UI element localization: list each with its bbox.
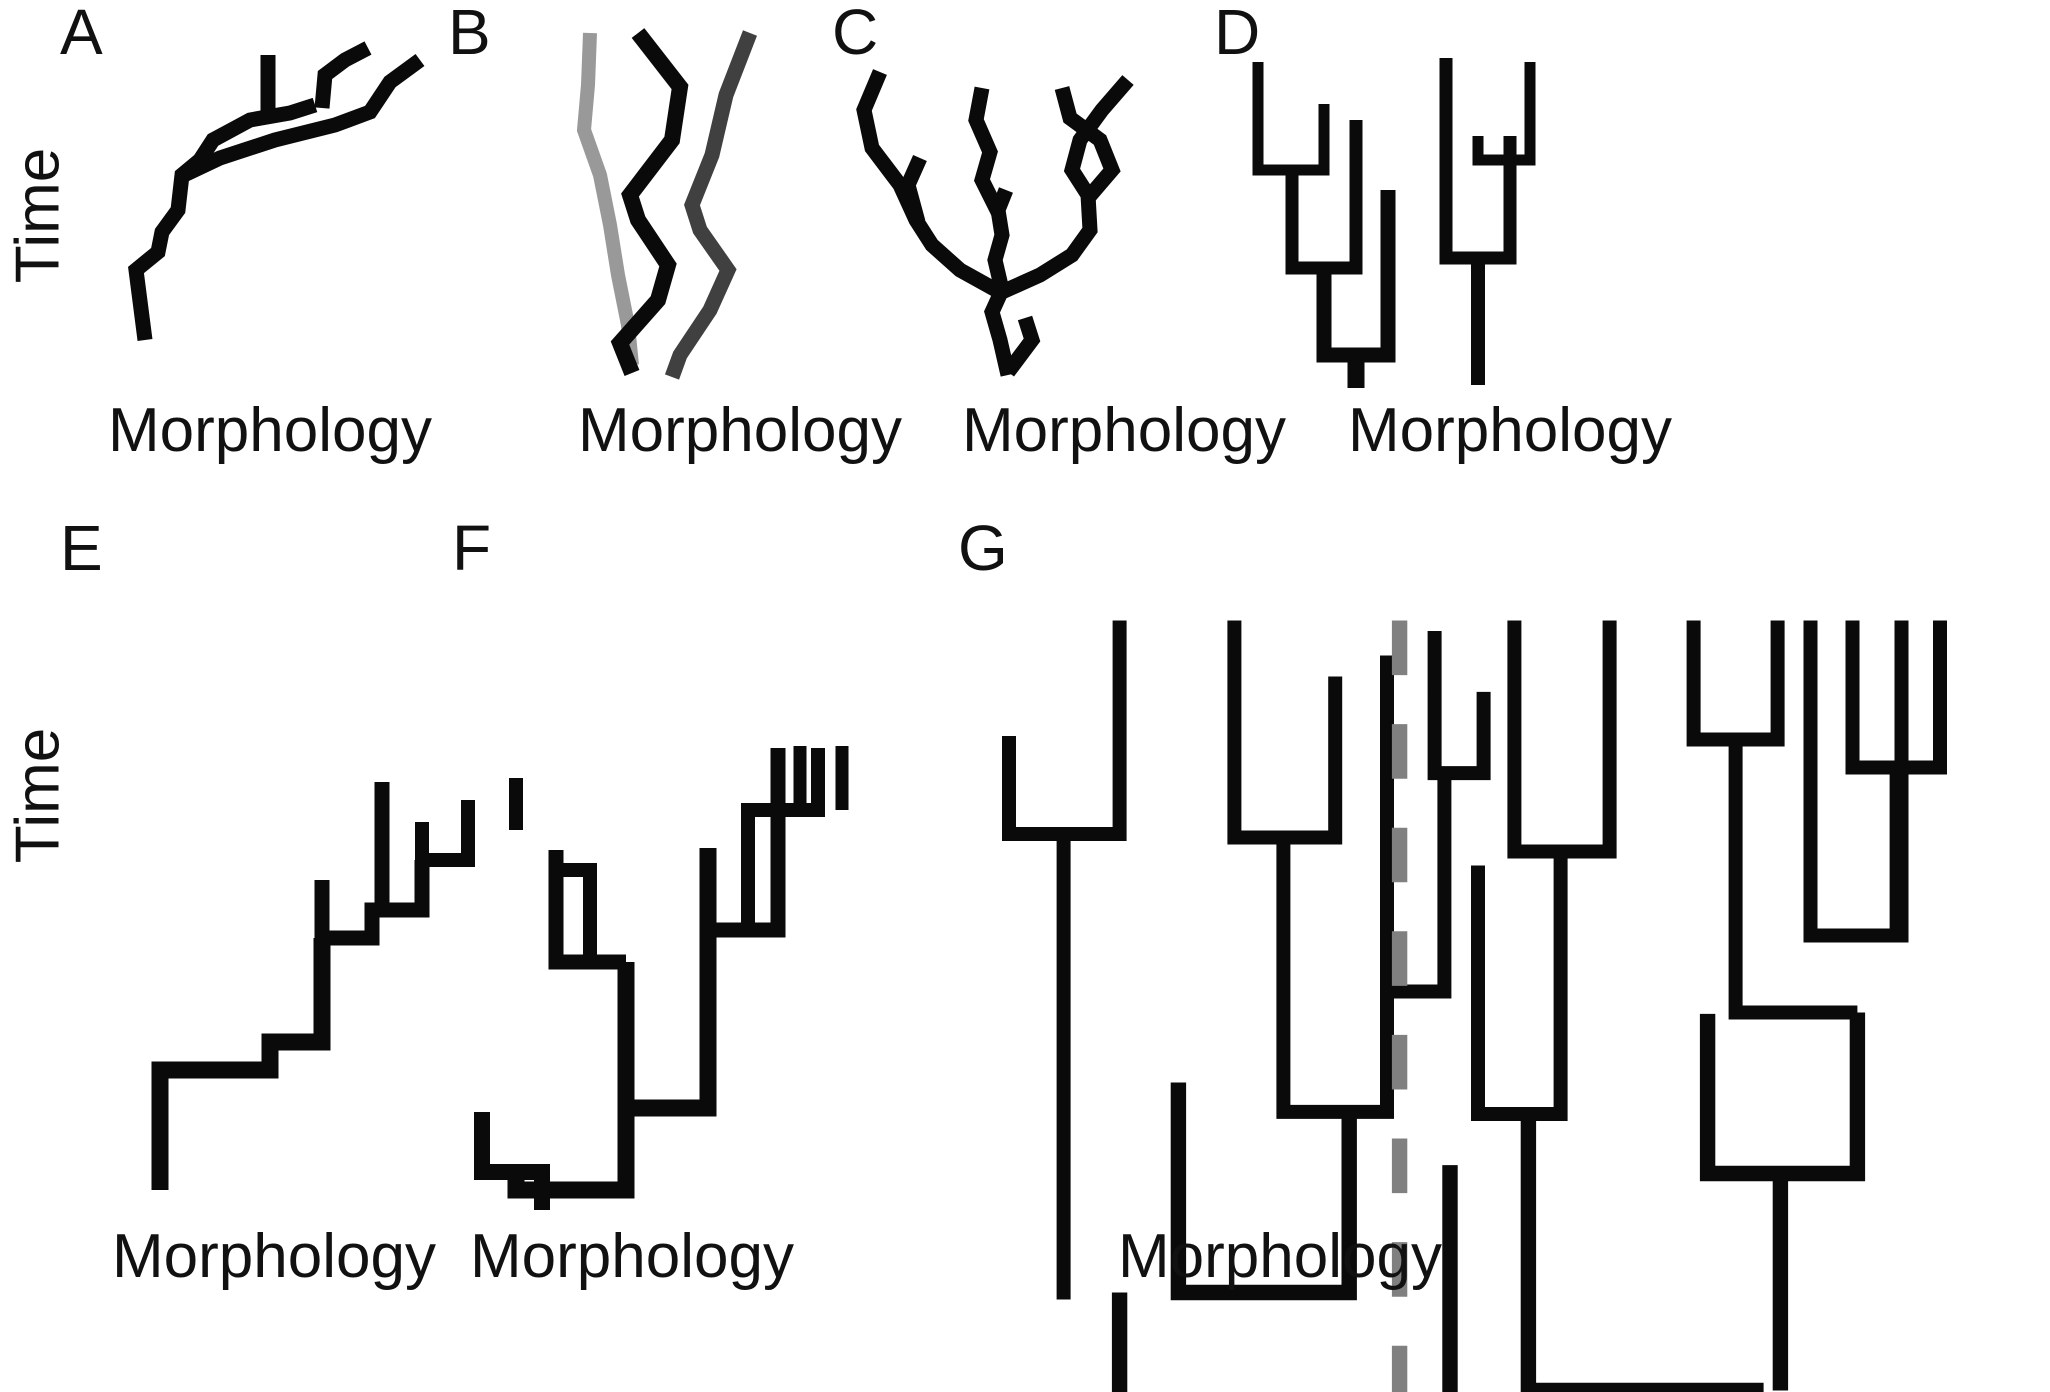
panel-letter-f: F [452,512,492,584]
panel-b-lineages [576,28,757,380]
panel-c-x-axis-label: Morphology [962,396,1286,465]
panel-b-x-axis-label: Morphology [578,396,902,465]
panel-g-cladogram [1002,620,1947,1392]
panel-g-x-axis-label: Morphology [1118,1222,1442,1291]
panel-a-x-axis-label: Morphology [108,396,432,465]
panel-letter-b: B [448,0,491,68]
panel-a-tree [128,41,425,341]
panel-e-cladogram [151,778,523,1190]
y-axis-label-time-row1: Time [3,147,73,284]
panel-e-x-axis-label: Morphology [112,1222,436,1291]
panel-letter-c: C [832,0,879,68]
panel-letter-a: A [60,0,103,68]
panel-letter-g: G [958,512,1008,584]
panel-letter-d: D [1214,0,1261,68]
panel-b-lineage-light [576,32,639,366]
y-axis-label-time-row2: Time [3,727,73,864]
panel-f-x-axis-label: Morphology [470,1222,794,1291]
panel-b-lineage-black [610,28,689,376]
panel-b-lineage-dark [664,30,757,380]
panel-f-cladogram [474,746,849,1210]
panel-c-tree [856,69,1134,377]
panel-letter-e: E [60,512,103,584]
panel-d-cladogram [1252,58,1536,388]
panel-d-x-axis-label: Morphology [1348,396,1672,465]
